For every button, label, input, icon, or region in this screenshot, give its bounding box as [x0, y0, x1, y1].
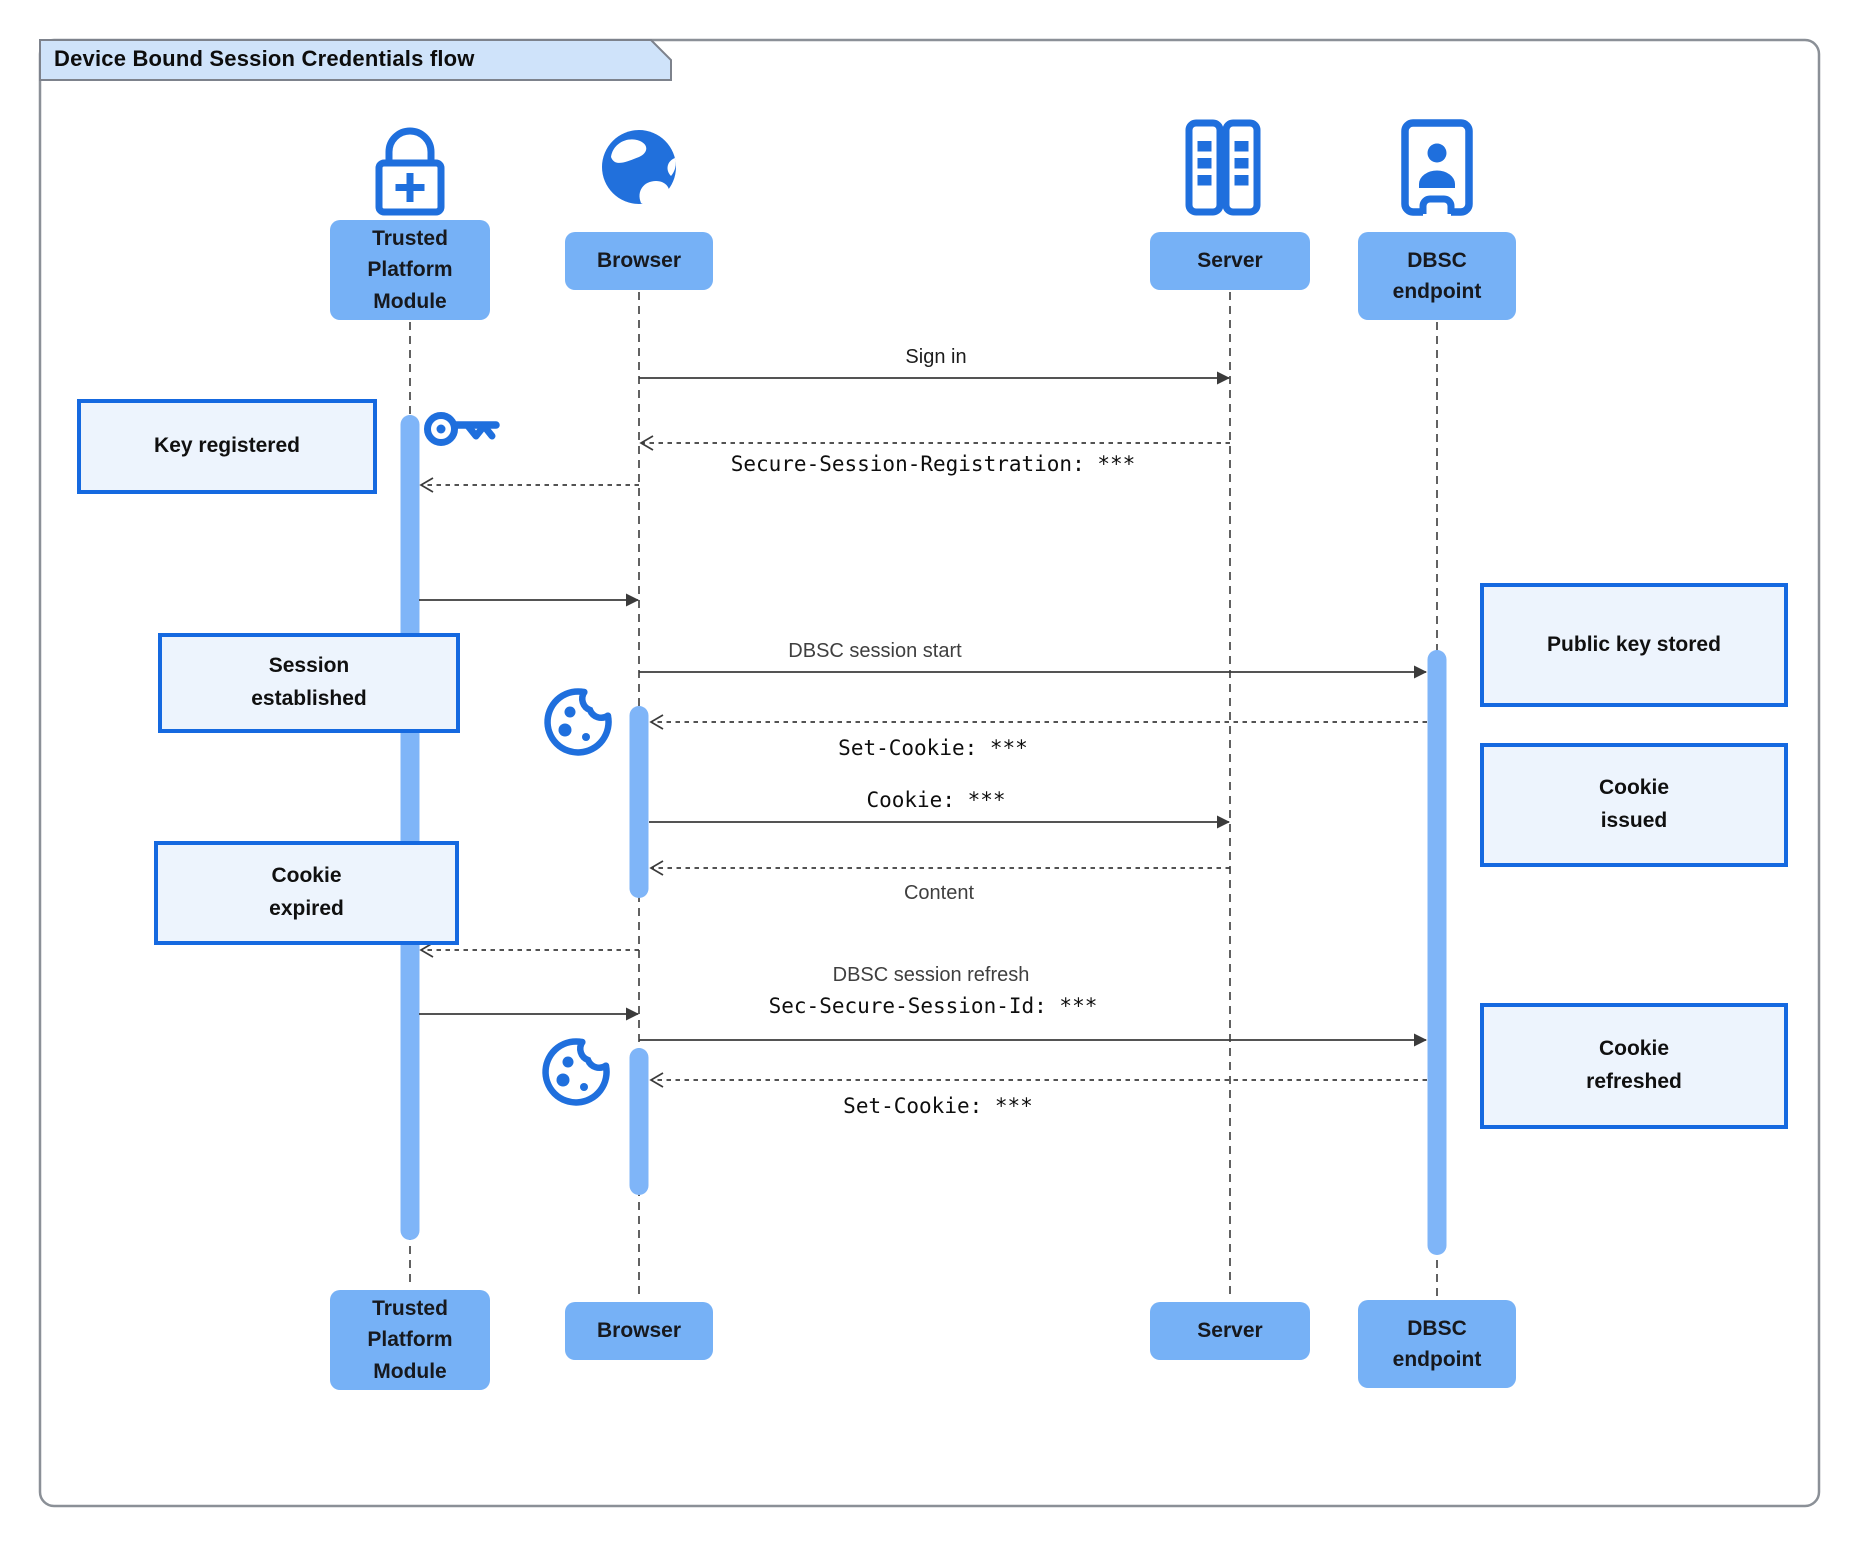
diagram-frame — [38, 38, 1821, 1508]
server-stack-icon — [1185, 119, 1261, 216]
activation-dbsc-endpoint — [1427, 650, 1447, 1255]
message-arrows — [419, 371, 1427, 1088]
activation-browser-2 — [629, 1048, 649, 1195]
cookie-icon — [542, 1038, 610, 1106]
activation-browser-1 — [629, 706, 649, 898]
title-tag — [39, 39, 672, 81]
person-booth-icon — [1401, 119, 1473, 218]
key-icon — [424, 412, 500, 446]
activation-tpm — [400, 415, 420, 1240]
globe-icon — [602, 130, 676, 206]
lock-plus-icon — [375, 127, 445, 216]
cookie-icon — [544, 688, 612, 756]
activation-bars — [400, 415, 1447, 1255]
